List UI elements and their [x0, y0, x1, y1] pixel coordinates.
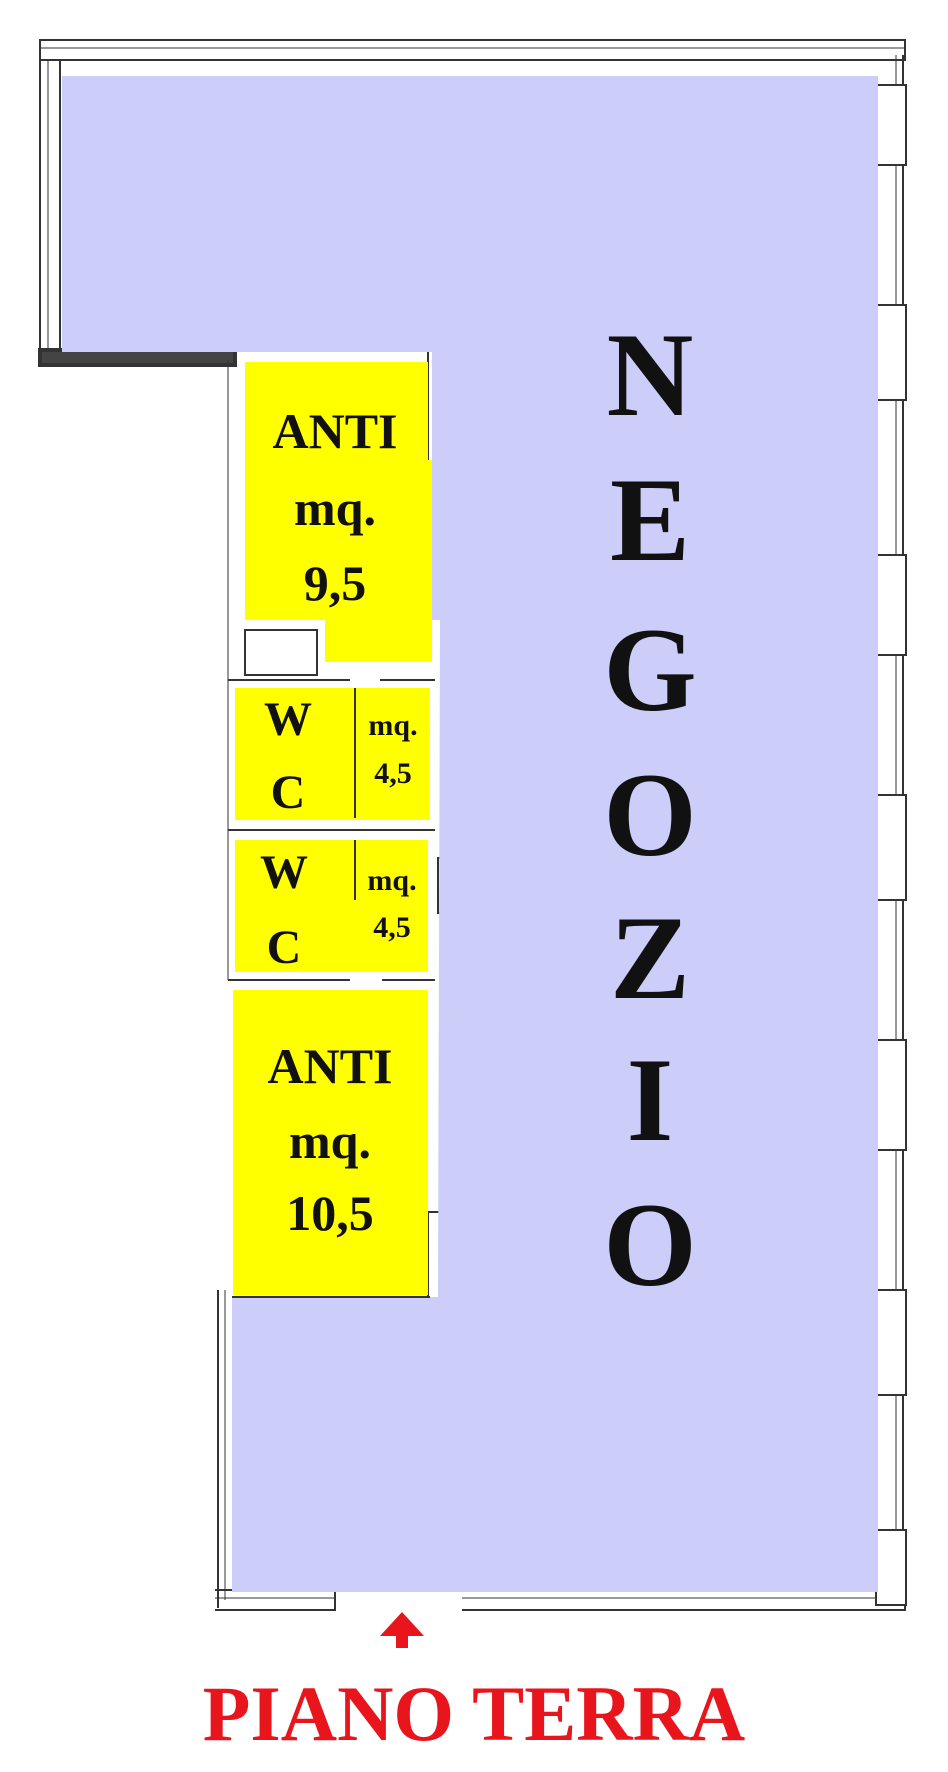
main-room-letter-4: O: [603, 748, 696, 881]
main-room-name: N E G O Z I O: [603, 308, 696, 1311]
anti-top-label-line3: 9,5: [304, 555, 367, 611]
room-wc-1: [235, 688, 430, 820]
anti-top-label-line2: mq.: [294, 480, 376, 536]
room-labels: ANTI mq. 9,5 W C mq. 4,5 W C mq. 4,5 ANT…: [260, 403, 418, 1241]
main-room-letter-3: G: [603, 603, 696, 736]
room-wc-2: [235, 840, 428, 972]
wc1-letter-w: W: [264, 693, 312, 746]
service-rooms: [233, 362, 432, 1295]
main-room-letter-2: E: [610, 453, 690, 586]
wc1-area-value: 4,5: [374, 757, 412, 790]
anti-bottom-label-line3: 10,5: [286, 1185, 374, 1241]
main-room-letter-6: I: [627, 1033, 674, 1166]
floor-label: PIANO TERRA: [203, 1670, 745, 1757]
wc2-letter-w: W: [260, 846, 308, 899]
main-room-letter-1: N: [607, 308, 694, 441]
wc2-area-value: 4,5: [373, 911, 411, 944]
partitions: [228, 629, 435, 1298]
anti-bottom-label-line1: ANTI: [267, 1038, 392, 1094]
wc2-letter-c: C: [267, 921, 302, 974]
wc2-area-label: mq.: [367, 864, 416, 897]
room-anti-bottom: [233, 990, 428, 1295]
wc1-letter-c: C: [271, 766, 306, 819]
main-room-letter-5: Z: [610, 891, 690, 1024]
wc1-area-label: mq.: [368, 709, 417, 742]
room-anti-top: [245, 362, 432, 662]
up-arrow-icon: [380, 1612, 424, 1648]
main-room-area: [62, 76, 878, 1592]
anti-bottom-label-line2: mq.: [289, 1113, 371, 1169]
anti-top-label-line1: ANTI: [272, 403, 397, 459]
main-room-letter-7: O: [603, 1178, 696, 1311]
